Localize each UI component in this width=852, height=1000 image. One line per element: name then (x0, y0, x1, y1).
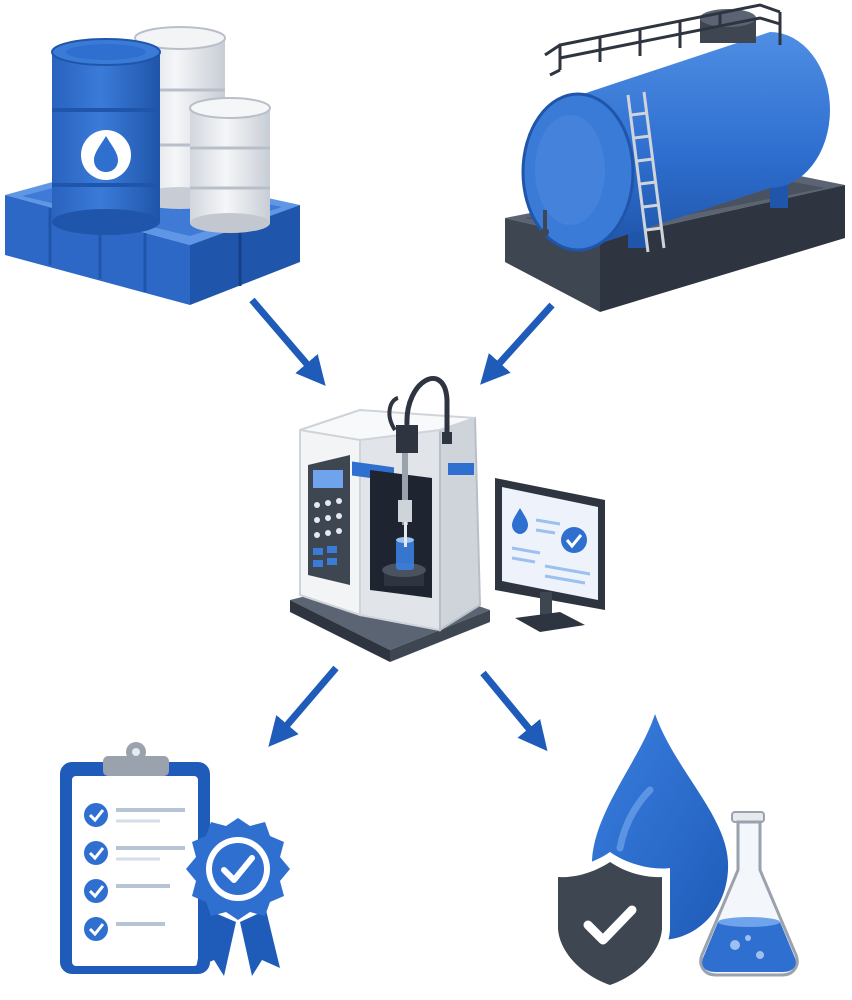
arrow-tank-to-analyzer (480, 302, 555, 385)
checklist-clipboard-with-badge-icon (60, 742, 290, 976)
monitor-icon (495, 478, 605, 632)
checklist-rows (84, 803, 185, 941)
award-badge-icon (186, 818, 290, 976)
water-drop-shield-flask-icon (550, 714, 799, 995)
flask-icon (699, 811, 799, 977)
flow-arrows (249, 297, 555, 752)
oil-drums-on-spill-pallet-icon (5, 26, 300, 305)
arrow-analyzer-to-quality (480, 670, 548, 752)
arrow-analyzer-to-certificate (268, 665, 339, 747)
shield-check-icon (550, 852, 670, 995)
storage-tank-icon (505, 3, 845, 312)
check-item (84, 879, 170, 903)
check-item (84, 841, 185, 865)
lab-analyzer-with-monitor-icon (290, 376, 605, 662)
arrow-drums-to-analyzer (249, 297, 326, 386)
check-item (84, 803, 185, 827)
check-item (84, 917, 165, 941)
